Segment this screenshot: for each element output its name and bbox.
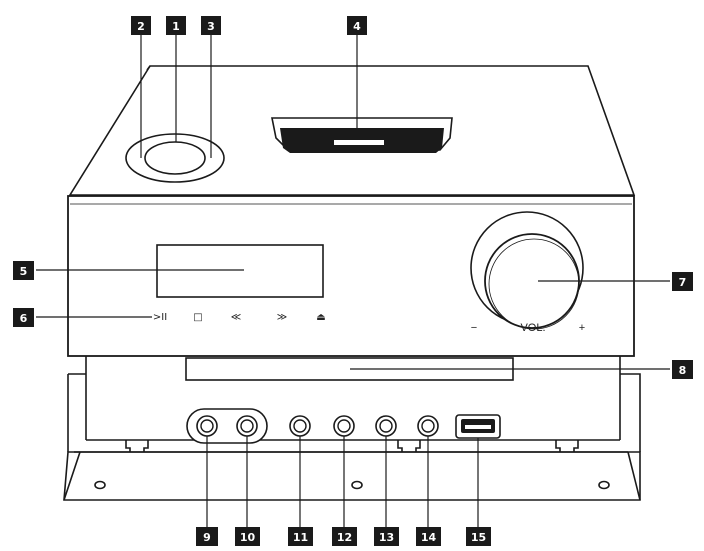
callout-3: 3 [201, 16, 221, 35]
svg-text:2: 2 [137, 20, 145, 33]
svg-text:12: 12 [337, 531, 352, 544]
callout-11: 11 [288, 527, 313, 546]
svg-text:1: 1 [172, 20, 180, 33]
svg-text:13: 13 [379, 531, 394, 544]
jack-9[interactable] [196, 415, 218, 437]
callout-9: 9 [196, 527, 218, 546]
callout-6: 6 [13, 308, 34, 327]
svg-text:8: 8 [679, 364, 687, 377]
top-dial-center [144, 141, 206, 175]
play-pause-button[interactable]: >II [153, 312, 167, 323]
svg-text:9: 9 [203, 531, 211, 544]
svg-text:14: 14 [421, 531, 437, 544]
callout-10: 10 [235, 527, 260, 546]
callout-15: 15 [466, 527, 491, 546]
jack-14[interactable] [417, 415, 439, 437]
callout-4: 4 [347, 16, 367, 35]
svg-text:4: 4 [353, 20, 361, 33]
volume-plus-label: + [579, 322, 585, 334]
callout-badges: 1 2 3 4 5 6 7 8 9 10 11 12 13 14 15 [13, 16, 693, 546]
callout-7: 7 [672, 272, 693, 291]
usb-port[interactable] [455, 414, 501, 439]
display-window [156, 244, 324, 298]
svg-text:11: 11 [293, 531, 308, 544]
callout-2: 2 [131, 16, 151, 35]
callout-13: 13 [374, 527, 399, 546]
jack-13[interactable] [375, 415, 397, 437]
svg-text:5: 5 [20, 265, 28, 278]
stop-button[interactable]: □ [193, 312, 202, 323]
callout-14: 14 [416, 527, 441, 546]
volume-minus-label: − [471, 322, 477, 334]
callout-1: 1 [166, 16, 186, 35]
leader-lines [36, 33, 670, 527]
base-stand [63, 439, 641, 501]
svg-text:10: 10 [240, 531, 256, 544]
lower-body [67, 356, 641, 452]
volume-label: VOL. [520, 322, 545, 334]
eject-button[interactable]: ⏏ [316, 312, 325, 323]
svg-text:7: 7 [679, 276, 687, 289]
callout-8: 8 [672, 360, 693, 379]
skip-back-button[interactable]: ≪ [231, 312, 241, 323]
svg-text:6: 6 [20, 312, 28, 325]
top-dial[interactable] [125, 133, 225, 183]
jack-11[interactable] [289, 415, 311, 437]
callout-12: 12 [332, 527, 357, 546]
dock-connector [334, 140, 384, 145]
svg-text:15: 15 [471, 531, 486, 544]
skip-forward-button[interactable]: ≫ [277, 312, 287, 323]
callout-5: 5 [13, 261, 34, 280]
svg-text:3: 3 [207, 20, 215, 33]
ipod-dock[interactable] [271, 117, 453, 153]
jack-10[interactable] [236, 415, 258, 437]
jack-12[interactable] [333, 415, 355, 437]
control-buttons: >II □ ≪ ≫ ⏏ [153, 312, 326, 323]
